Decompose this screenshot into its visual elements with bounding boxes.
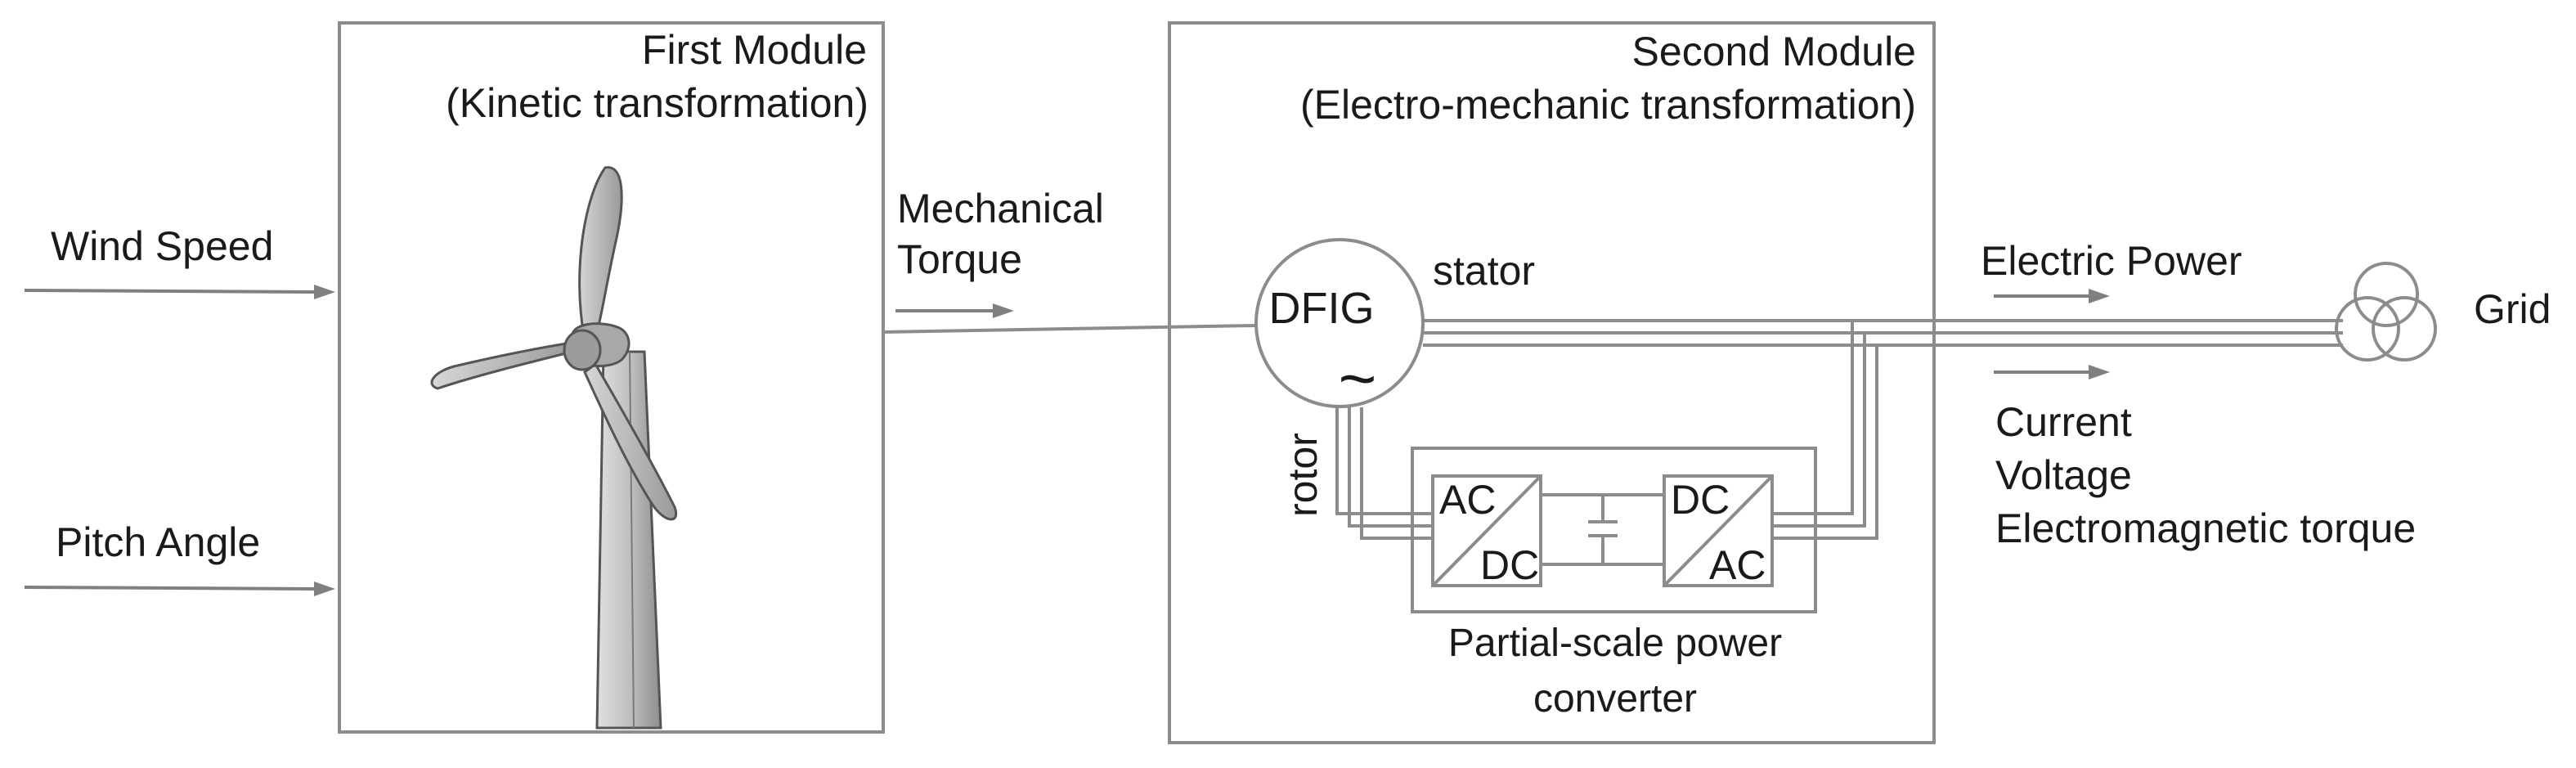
- first-module-title: First Module: [642, 27, 867, 73]
- mechanical-torque-label-line2: Torque: [897, 236, 1022, 282]
- second-module-title: Second Module: [1632, 29, 1916, 74]
- first-module-box: [338, 21, 885, 734]
- rotor-label: rotor: [1280, 433, 1326, 517]
- electric-power-arrow: [1994, 289, 2110, 303]
- ac-symbol: ~: [1339, 342, 1377, 415]
- electromagnetic-torque-label: Electromagnetic torque: [1995, 505, 2416, 551]
- mechanical-torque-arrow: [895, 303, 1014, 318]
- pitch-angle-label: Pitch Angle: [56, 519, 260, 565]
- second-module-box: [1168, 21, 1936, 744]
- grid-transformer-icon: [2335, 262, 2437, 362]
- dc-link-capacitor-icon: [1588, 495, 1618, 564]
- wind-speed-label: Wind Speed: [51, 223, 273, 269]
- measurements-arrow: [1994, 365, 2110, 380]
- rotor-bus-lines: [1335, 407, 1417, 540]
- rectifier-ac-label: AC: [1439, 477, 1496, 523]
- converter-caption-line2: converter: [1533, 677, 1697, 721]
- converter-outer-box: [1411, 447, 1817, 613]
- stator-bus-lines: [1423, 319, 2343, 347]
- grid-label: Grid: [2474, 286, 2551, 332]
- converter-caption-line1: Partial-scale power: [1448, 622, 1782, 665]
- current-label: Current: [1995, 399, 2132, 445]
- grid-side-converter-lines: [1772, 321, 1878, 540]
- dfig-label: DFIG: [1269, 284, 1375, 333]
- dc-ac-inverter-block: [1663, 474, 1774, 587]
- stator-label: stator: [1433, 248, 1535, 294]
- mechanical-torque-label-line1: Mechanical: [897, 186, 1104, 231]
- pitch-angle-arrow: [24, 582, 335, 596]
- dfig-generator: DFIG ~: [1254, 238, 1425, 415]
- second-module-subtitle: (Electro-mechanic transformation): [1300, 82, 1916, 128]
- inverter-ac-label: AC: [1709, 542, 1766, 588]
- rectifier-dc-label: DC: [1480, 542, 1539, 588]
- electric-power-label: Electric Power: [1981, 238, 2242, 284]
- drive-shaft-line: [882, 324, 1256, 334]
- inverter-dc-label: DC: [1671, 477, 1730, 523]
- partial-scale-power-converter: AC DC DC AC: [1411, 447, 1817, 613]
- ac-dc-rectifier-block: [1431, 474, 1542, 587]
- wind-turbine-icon: [430, 166, 678, 730]
- first-module-subtitle: (Kinetic transformation): [446, 80, 868, 126]
- voltage-label: Voltage: [1995, 452, 2132, 498]
- wind-speed-arrow: [24, 285, 335, 299]
